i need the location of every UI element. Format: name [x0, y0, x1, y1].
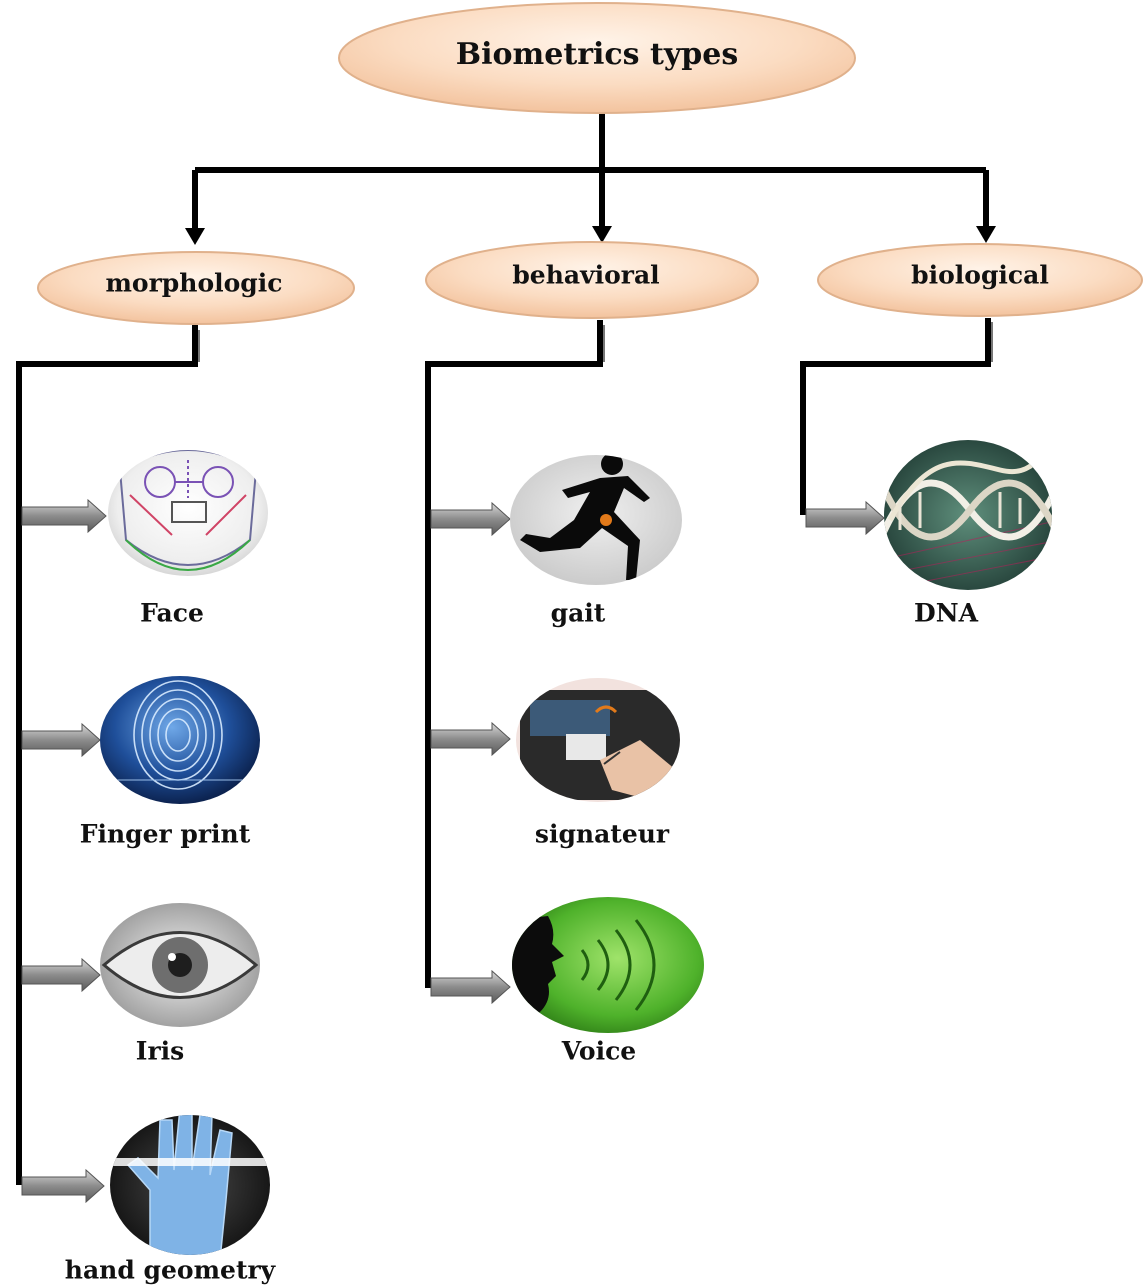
category-label-behavioral: behavioral [512, 261, 659, 290]
iris-icon [100, 903, 260, 1027]
root-node: Biometrics types [338, 2, 856, 114]
arrow-signature [430, 721, 511, 757]
arrow-hand [21, 1168, 105, 1204]
category-node-behavioral: behavioral [425, 241, 759, 319]
biological-trunk-line [800, 318, 991, 515]
morphologic-trunk-line [16, 325, 198, 1185]
leaf-label-gait: gait [551, 599, 606, 628]
leaf-label-face: Face [140, 599, 204, 628]
signature-pad-icon [516, 678, 680, 802]
dna-helix-icon [884, 440, 1052, 590]
category-node-morphologic: morphologic [37, 251, 355, 325]
arrow-iris [21, 957, 101, 993]
arrow-gait [430, 501, 511, 537]
down-arrowheads [185, 226, 996, 245]
connectors [16, 112, 991, 1185]
arrow-voice [430, 969, 511, 1005]
arrowhead-morphologic [185, 228, 205, 245]
leaf-label-dna: DNA [914, 599, 979, 628]
leaf-labels: Face Finger print Iris hand geometry gai… [65, 599, 979, 1285]
arrowhead-biological [976, 226, 996, 243]
gait-runner-icon [510, 455, 682, 585]
root-label: Biometrics types [456, 37, 739, 72]
hand-geometry-icon [110, 1115, 270, 1255]
category-node-biological: biological [817, 243, 1143, 317]
category-label-biological: biological [911, 261, 1049, 290]
leaf-label-finger-print: Finger print [80, 820, 251, 849]
leaf-label-iris: Iris [136, 1037, 184, 1066]
leaf-arrows [21, 498, 885, 1204]
fingerprint-icon [100, 676, 260, 804]
arrowhead-behavioral [592, 226, 612, 243]
arrow-dna [805, 500, 885, 536]
leaf-label-hand-geometry: hand geometry [65, 1256, 277, 1285]
category-label-morphologic: morphologic [105, 269, 282, 298]
voice-wave-icon [512, 897, 704, 1033]
leaf-label-signateur: signateur [535, 820, 670, 849]
leaf-label-voice: Voice [561, 1037, 636, 1066]
behavioral-trunk-line [425, 320, 603, 988]
face-scan-icon [108, 450, 268, 576]
arrow-fingerprint [21, 722, 101, 758]
arrow-face [21, 498, 107, 534]
